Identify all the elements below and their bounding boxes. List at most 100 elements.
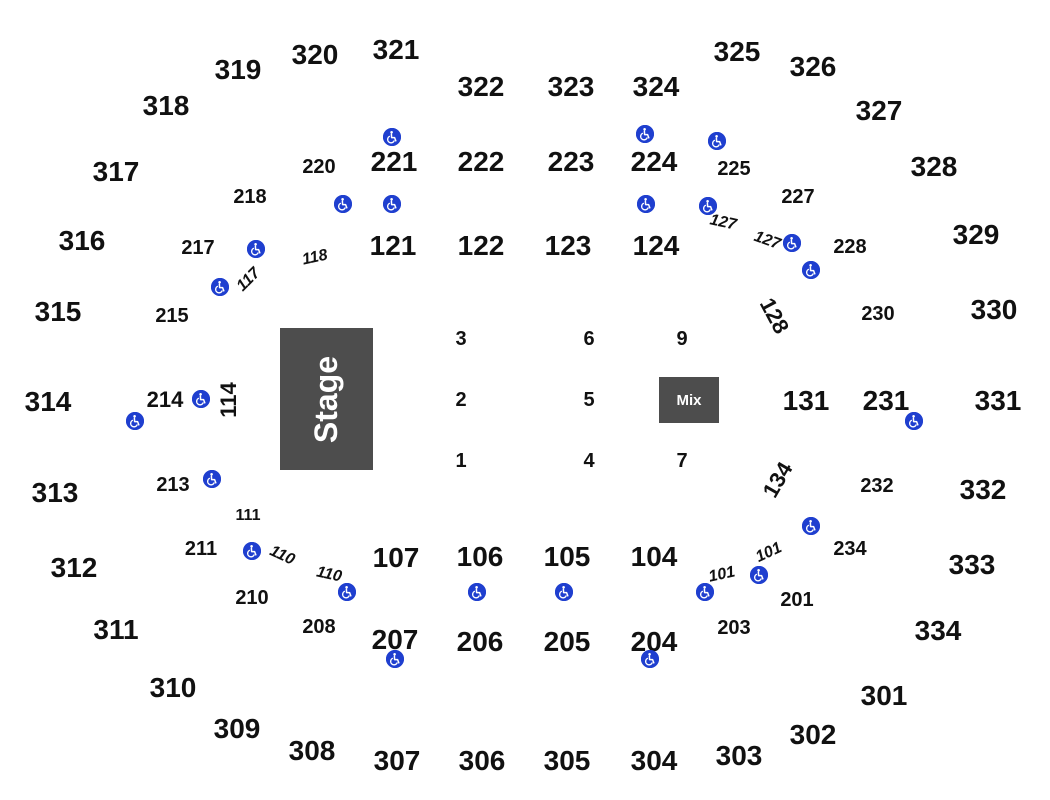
wheelchair-icon[interactable]	[905, 412, 923, 430]
wheelchair-icon[interactable]	[750, 566, 768, 584]
section-230[interactable]: 230	[861, 303, 895, 325]
section-333[interactable]: 333	[948, 549, 996, 580]
floor-section-5[interactable]: 5	[583, 389, 595, 411]
section-306[interactable]: 306	[458, 745, 506, 776]
section-203[interactable]: 203	[717, 617, 751, 639]
section-218[interactable]: 218	[233, 186, 267, 208]
wheelchair-icon[interactable]	[802, 517, 820, 535]
wheelchair-icon[interactable]	[203, 470, 221, 488]
wheelchair-icon[interactable]	[334, 195, 352, 213]
section-225[interactable]: 225	[717, 158, 751, 180]
section-312[interactable]: 312	[50, 552, 98, 583]
section-328[interactable]: 328	[910, 151, 958, 182]
section-105[interactable]: 105	[543, 541, 591, 572]
section-330[interactable]: 330	[970, 294, 1018, 325]
wheelchair-icon[interactable]	[247, 240, 265, 258]
section-211[interactable]: 211	[184, 538, 218, 560]
section-121[interactable]: 121	[369, 230, 417, 261]
section-311[interactable]: 311	[93, 614, 139, 645]
section-123[interactable]: 123	[544, 230, 592, 261]
section-325[interactable]: 325	[713, 36, 761, 67]
wheelchair-icon[interactable]	[708, 132, 726, 150]
wheelchair-icon[interactable]	[699, 197, 717, 215]
section-122[interactable]: 122	[457, 230, 505, 261]
section-215[interactable]: 215	[155, 305, 189, 327]
section-117[interactable]: 117	[233, 264, 264, 295]
section-224[interactable]: 224	[630, 146, 678, 177]
section-318[interactable]: 318	[142, 90, 190, 121]
section-322[interactable]: 322	[457, 71, 505, 102]
wheelchair-icon[interactable]	[126, 412, 144, 430]
floor-section-7[interactable]: 7	[676, 450, 688, 472]
section-127-b[interactable]: 127	[751, 227, 783, 254]
section-317[interactable]: 317	[92, 156, 140, 187]
section-111[interactable]: 111	[235, 507, 261, 524]
wheelchair-icon[interactable]	[338, 583, 356, 601]
floor-section-1[interactable]: 1	[455, 450, 467, 472]
floor-section-3[interactable]: 3	[455, 328, 467, 350]
section-307[interactable]: 307	[373, 745, 421, 776]
section-206[interactable]: 206	[456, 626, 504, 657]
wheelchair-icon[interactable]	[555, 583, 573, 601]
section-221[interactable]: 221	[370, 146, 418, 177]
section-214[interactable]: 214	[146, 387, 184, 412]
section-305[interactable]: 305	[543, 745, 591, 776]
wheelchair-icon[interactable]	[696, 583, 714, 601]
section-334[interactable]: 334	[914, 615, 962, 646]
section-101-b[interactable]: 101	[753, 539, 785, 566]
section-208[interactable]: 208	[302, 616, 336, 638]
wheelchair-icon[interactable]	[802, 261, 820, 279]
wheelchair-icon[interactable]	[386, 650, 404, 668]
section-326[interactable]: 326	[789, 51, 837, 82]
wheelchair-icon[interactable]	[211, 278, 229, 296]
section-207[interactable]: 207	[371, 624, 419, 655]
section-331[interactable]: 331	[974, 385, 1022, 416]
section-319[interactable]: 319	[214, 54, 262, 85]
floor-section-6[interactable]: 6	[583, 328, 595, 350]
section-131[interactable]: 131	[782, 385, 830, 416]
section-106[interactable]: 106	[456, 541, 504, 572]
floor-section-2[interactable]: 2	[455, 389, 467, 411]
section-320[interactable]: 320	[291, 39, 339, 70]
section-227[interactable]: 227	[781, 186, 815, 208]
section-309[interactable]: 309	[213, 713, 261, 744]
section-302[interactable]: 302	[789, 719, 837, 750]
wheelchair-icon[interactable]	[383, 128, 401, 146]
section-231[interactable]: 231	[862, 385, 910, 416]
section-310[interactable]: 310	[149, 672, 197, 703]
section-213[interactable]: 213	[156, 474, 190, 496]
section-104[interactable]: 104	[630, 541, 678, 572]
section-303[interactable]: 303	[715, 740, 763, 771]
section-201[interactable]: 201	[780, 589, 814, 611]
section-314[interactable]: 314	[24, 386, 72, 417]
section-110-a[interactable]: 110	[267, 542, 298, 569]
wheelchair-icon[interactable]	[636, 125, 654, 143]
section-232[interactable]: 232	[860, 475, 894, 497]
wheelchair-icon[interactable]	[468, 583, 486, 601]
section-329[interactable]: 329	[952, 219, 1000, 250]
section-304[interactable]: 304	[630, 745, 678, 776]
section-228[interactable]: 228	[833, 236, 867, 258]
section-324[interactable]: 324	[632, 71, 680, 102]
wheelchair-icon[interactable]	[637, 195, 655, 213]
section-327[interactable]: 327	[855, 95, 903, 126]
section-107[interactable]: 107	[372, 542, 420, 573]
section-114[interactable]: 114	[216, 382, 241, 418]
section-217[interactable]: 217	[181, 237, 215, 259]
section-128[interactable]: 128	[754, 293, 795, 338]
wheelchair-icon[interactable]	[192, 390, 210, 408]
section-223[interactable]: 223	[547, 146, 595, 177]
section-134[interactable]: 134	[757, 457, 798, 502]
floor-section-4[interactable]: 4	[583, 450, 595, 472]
section-222[interactable]: 222	[457, 146, 505, 177]
section-220[interactable]: 220	[302, 156, 336, 178]
section-124[interactable]: 124	[632, 230, 680, 261]
section-332[interactable]: 332	[959, 474, 1007, 505]
section-321[interactable]: 321	[372, 34, 420, 65]
section-308[interactable]: 308	[288, 735, 336, 766]
wheelchair-icon[interactable]	[783, 234, 801, 252]
section-323[interactable]: 323	[547, 71, 595, 102]
section-118[interactable]: 118	[300, 246, 330, 269]
wheelchair-icon[interactable]	[641, 650, 659, 668]
section-313[interactable]: 313	[31, 477, 79, 508]
